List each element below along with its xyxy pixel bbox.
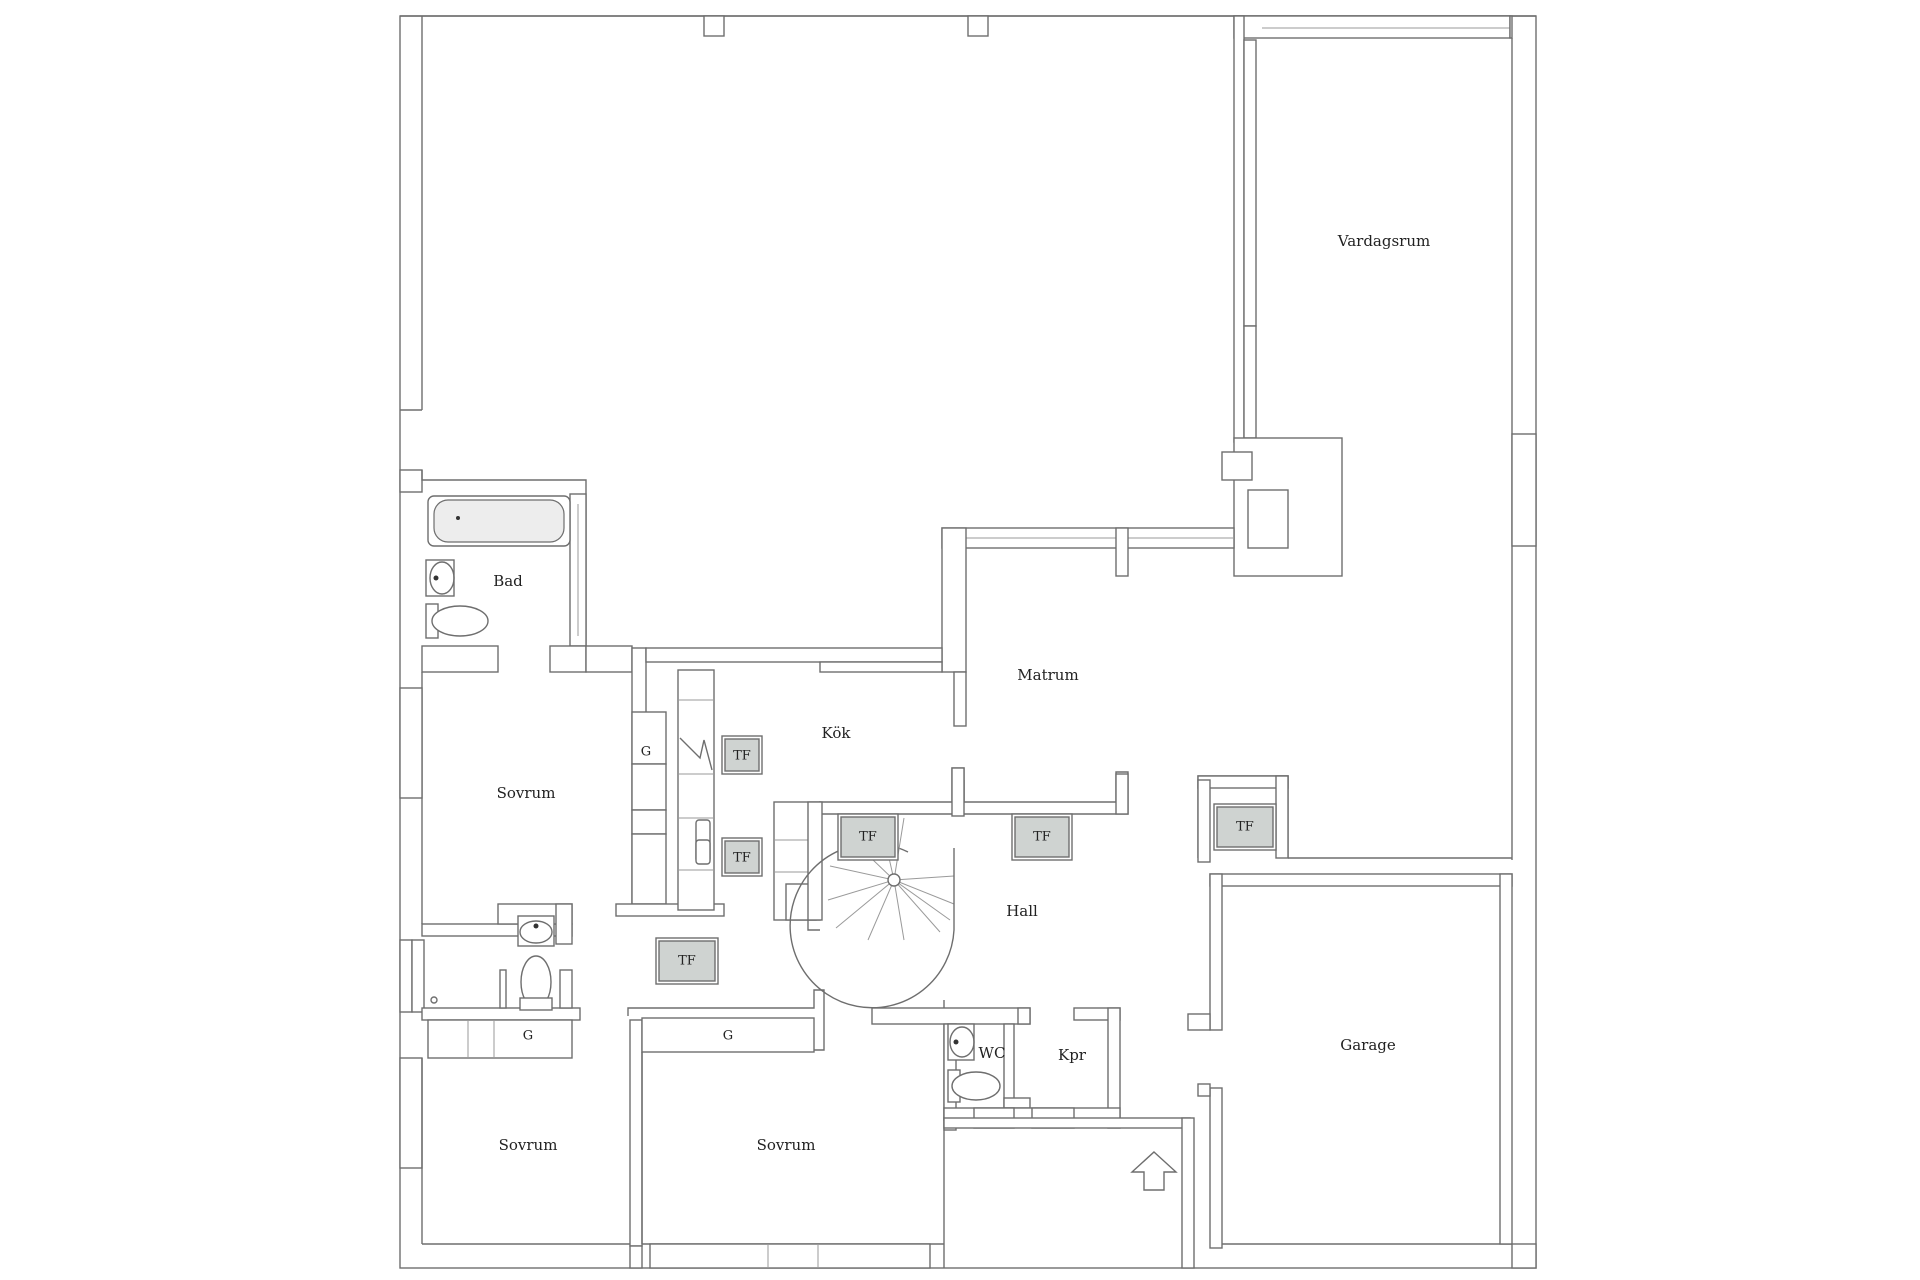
closet-strip-1 bbox=[427, 1019, 573, 1059]
room-label-vardagsrum: Vardagsrum bbox=[1337, 232, 1430, 250]
room-label-hall: Hall bbox=[1006, 902, 1038, 920]
sovrum-2-walls bbox=[399, 1019, 643, 1269]
tf-label: TF bbox=[1236, 820, 1254, 835]
small-bath-toilet-icon bbox=[519, 955, 553, 1011]
sovrum-3-walls bbox=[641, 1000, 945, 1269]
closet-label-2: G bbox=[723, 1029, 733, 1044]
closet-label-kitchen: G bbox=[641, 745, 651, 760]
tf-fixture-2: TF bbox=[721, 837, 763, 877]
closet-strip-2 bbox=[627, 989, 825, 1053]
kitchen-counter bbox=[677, 669, 715, 911]
kok-hall-walls bbox=[951, 767, 1129, 817]
tf-label: TF bbox=[733, 851, 751, 866]
room-label-garage: Garage bbox=[1340, 1036, 1396, 1054]
room-label-wc: WC bbox=[979, 1044, 1006, 1062]
wc-sink-icon bbox=[947, 1023, 975, 1061]
small-bath-walls bbox=[399, 939, 581, 1021]
bad-walls bbox=[399, 469, 587, 673]
small-bath-sink-icon bbox=[517, 915, 555, 947]
room-label-sovrum-2: Sovrum bbox=[499, 1136, 558, 1154]
room-label-sovrum-1: Sovrum bbox=[497, 784, 556, 802]
tf-label: TF bbox=[1033, 830, 1051, 845]
tf-fixture-4: TF bbox=[1011, 813, 1073, 861]
room-label-sovrum-3: Sovrum bbox=[757, 1136, 816, 1154]
tf-fixture-1: TF bbox=[721, 735, 763, 775]
closet-label-1: G bbox=[523, 1029, 533, 1044]
tf-enclosure bbox=[1197, 775, 1512, 863]
toilet-icon bbox=[425, 603, 489, 639]
west-wall-north bbox=[400, 16, 423, 411]
room-label-bad: Bad bbox=[493, 572, 523, 590]
wc-kpr-walls bbox=[871, 1007, 1195, 1269]
room-label-kpr: Kpr bbox=[1058, 1046, 1087, 1064]
kitchen-closet bbox=[615, 711, 725, 917]
garage-walls bbox=[1187, 873, 1537, 1269]
room-label-matrum: Matrum bbox=[1017, 666, 1078, 684]
bathtub-icon bbox=[427, 495, 571, 547]
wall-matrum-north bbox=[941, 527, 1235, 727]
entrance-arrow-icon bbox=[1130, 1151, 1178, 1191]
tf-fixture-6: TF bbox=[655, 937, 719, 985]
wall-vardagsrum-west bbox=[1233, 15, 1257, 443]
room-label-kok: Kök bbox=[822, 724, 852, 742]
top-wall bbox=[400, 15, 1536, 39]
tf-label: TF bbox=[733, 749, 751, 764]
hall-partition bbox=[819, 767, 1129, 815]
wall-vardagsrum-east bbox=[1511, 38, 1537, 860]
tf-label: TF bbox=[859, 830, 877, 845]
tf-label: TF bbox=[678, 954, 696, 969]
stair-enclosure bbox=[773, 801, 823, 931]
chimney-block bbox=[1221, 437, 1343, 577]
tf-fixture-5: TF bbox=[1213, 803, 1277, 851]
sovrum-1-walls bbox=[399, 672, 573, 945]
tf-fixture-3: TF bbox=[837, 813, 899, 861]
wc-toilet-icon bbox=[947, 1069, 1001, 1103]
sink-icon bbox=[425, 559, 455, 597]
